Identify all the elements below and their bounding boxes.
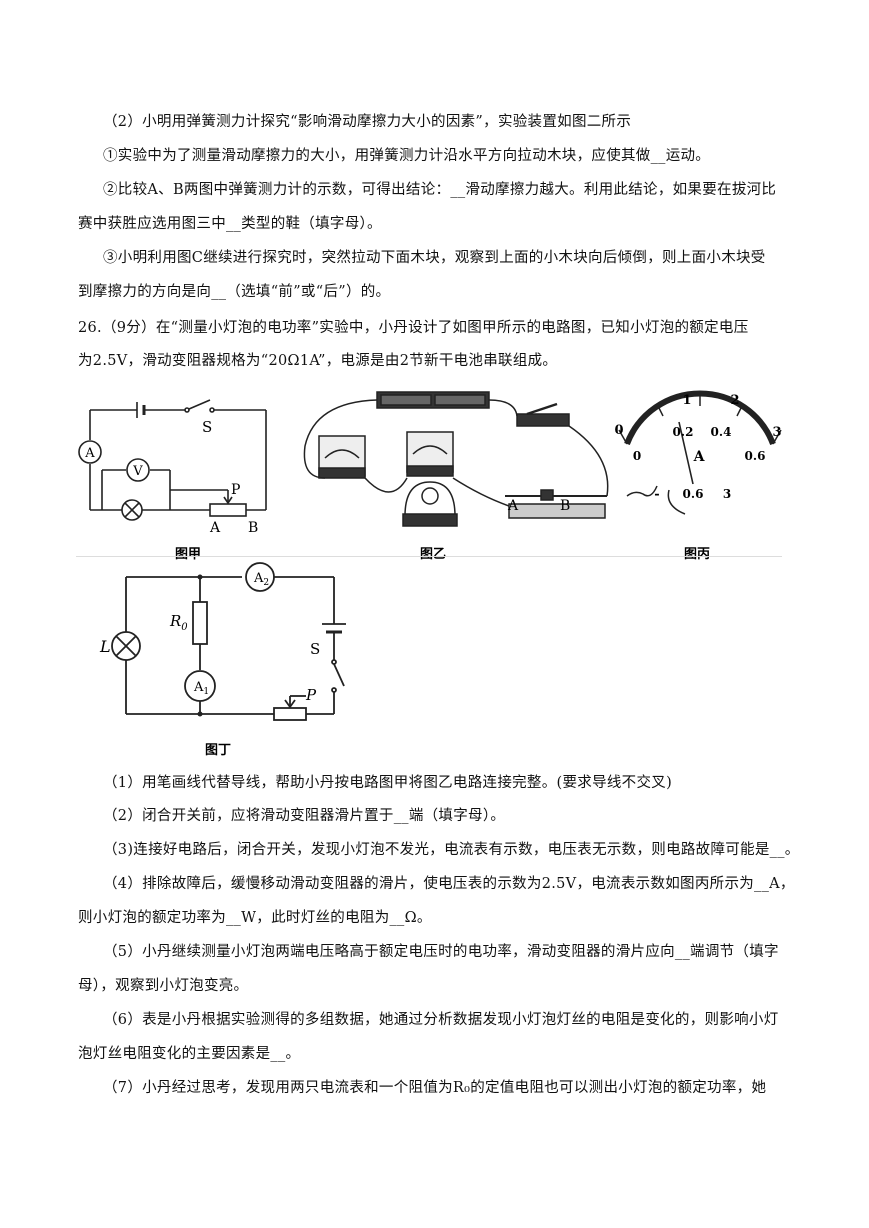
end-a-label: A (209, 520, 221, 536)
resistor-label: R0 (169, 612, 188, 633)
question-stem: 为2.5V，滑动变阻器规格为“20Ω1A”，电源是由2节新干电池串联组成。 (78, 353, 558, 369)
ammeter-a2-label: A2 (253, 571, 269, 588)
figure-yi-apparatus: A B 图乙 (303, 391, 609, 562)
dial-top-label: 3 (772, 425, 781, 440)
end-a-label: A (507, 498, 519, 514)
text-line: 赛中获胜应选用图三中__类型的鞋（填字母）。 (78, 216, 382, 232)
ammeter-a1-label: A1 (193, 680, 209, 697)
dial-top-label: 2 (730, 393, 739, 408)
figure-caption: 图乙 (420, 547, 446, 562)
dial-top-label: 1 (682, 393, 691, 408)
sub-question: 母），观察到小灯泡变亮。 (78, 978, 249, 994)
terminal-label: 0.6 (683, 487, 704, 501)
figure-jia-circuit: A V S P A B 图甲 (78, 399, 267, 562)
sub-question: （3)连接好电路后，闭合开关，发现小灯泡不发光，电流表有示数，电压表无示数，则电… (103, 842, 800, 858)
dial-bottom-label: 0.6 (745, 449, 766, 463)
switch-label: S (310, 640, 320, 658)
text-line: ③小明利用图C继续进行探究时，突然拉动下面木块，观察到上面的小木块向后倾倒，则上… (103, 250, 766, 266)
sub-question: 泡灯丝电阻变化的主要因素是__。 (78, 1046, 301, 1062)
sub-question: （6）表是小丹根据实验测得的多组数据，她通过分析数据发现小灯泡灯丝的电阻是变化的… (103, 1012, 779, 1028)
sub-question: （2）闭合开关前，应将滑动变阻器滑片置于__端（填字母）。 (103, 808, 506, 824)
lamp-label: L (99, 637, 111, 656)
end-b-label: B (248, 520, 258, 536)
terminal-label: - (654, 487, 659, 502)
terminal-label: 3 (723, 487, 731, 501)
sub-question: 则小灯泡的额定功率为__W，此时灯丝的电阻为__Ω。 (78, 910, 432, 926)
dial-unit: A (693, 449, 706, 465)
figure-bing-ammeter-dial: 0 1 2 3 0 0.2 0.4 0.6 A - 0.6 3 图丙 (614, 390, 782, 562)
figure-divider (76, 556, 782, 557)
dial-bottom-label: 0 (633, 449, 641, 463)
slider-label: P (231, 482, 240, 498)
question-stem: 26.（9分）在“测量小灯泡的电功率”实验中，小丹设计了如图甲所示的电路图，已知… (78, 320, 749, 336)
switch-label: S (202, 418, 212, 436)
text-line: ②比较A、B两图中弹簧测力计的示数，可得出结论：__滑动摩擦力越大。利用此结论，… (103, 182, 777, 198)
dial-bottom-label: 0.2 (673, 425, 694, 439)
dial-bottom-label: 0.4 (711, 425, 732, 439)
slider-label: P (305, 686, 317, 704)
ammeter-label: A (84, 446, 95, 461)
figure-ding-circuit: L R0 A1 A2 S P 图丁 (99, 562, 346, 758)
text-line: 到摩擦力的方向是向__（选填“前”或“后”）的。 (78, 284, 391, 300)
sub-question: （7）小丹经过思考，发现用两只电流表和一个阻值为R₀的定值电阻也可以测出小灯泡的… (103, 1080, 767, 1096)
figure-caption: 图丙 (684, 547, 710, 562)
text-line: （2）小明用弹簧测力计探究“影响滑动摩擦力大小的因素”，实验装置如图二所示 (103, 114, 632, 130)
text-line: ①实验中为了测量滑动摩擦力的大小，用弹簧测力计沿水平方向拉动木块，应使其做__运… (103, 148, 711, 164)
sub-question: （1）用笔画线代替导线，帮助小丹按电路图甲将图乙电路连接完整。(要求导线不交叉) (103, 775, 673, 791)
figure-caption: 图甲 (175, 547, 201, 562)
sub-question: （5）小丹继续测量小灯泡两端电压略高于额定电压时的电功率，滑动变阻器的滑片应向_… (103, 944, 779, 960)
end-b-label: B (560, 498, 570, 514)
dial-top-label: 0 (614, 423, 623, 438)
sub-question: （4）排除故障后，缓慢移动滑动变阻器的滑片，使电压表的示数为2.5V，电流表示数… (103, 876, 795, 892)
voltmeter-label: V (132, 464, 143, 479)
figure-caption: 图丁 (205, 743, 231, 758)
